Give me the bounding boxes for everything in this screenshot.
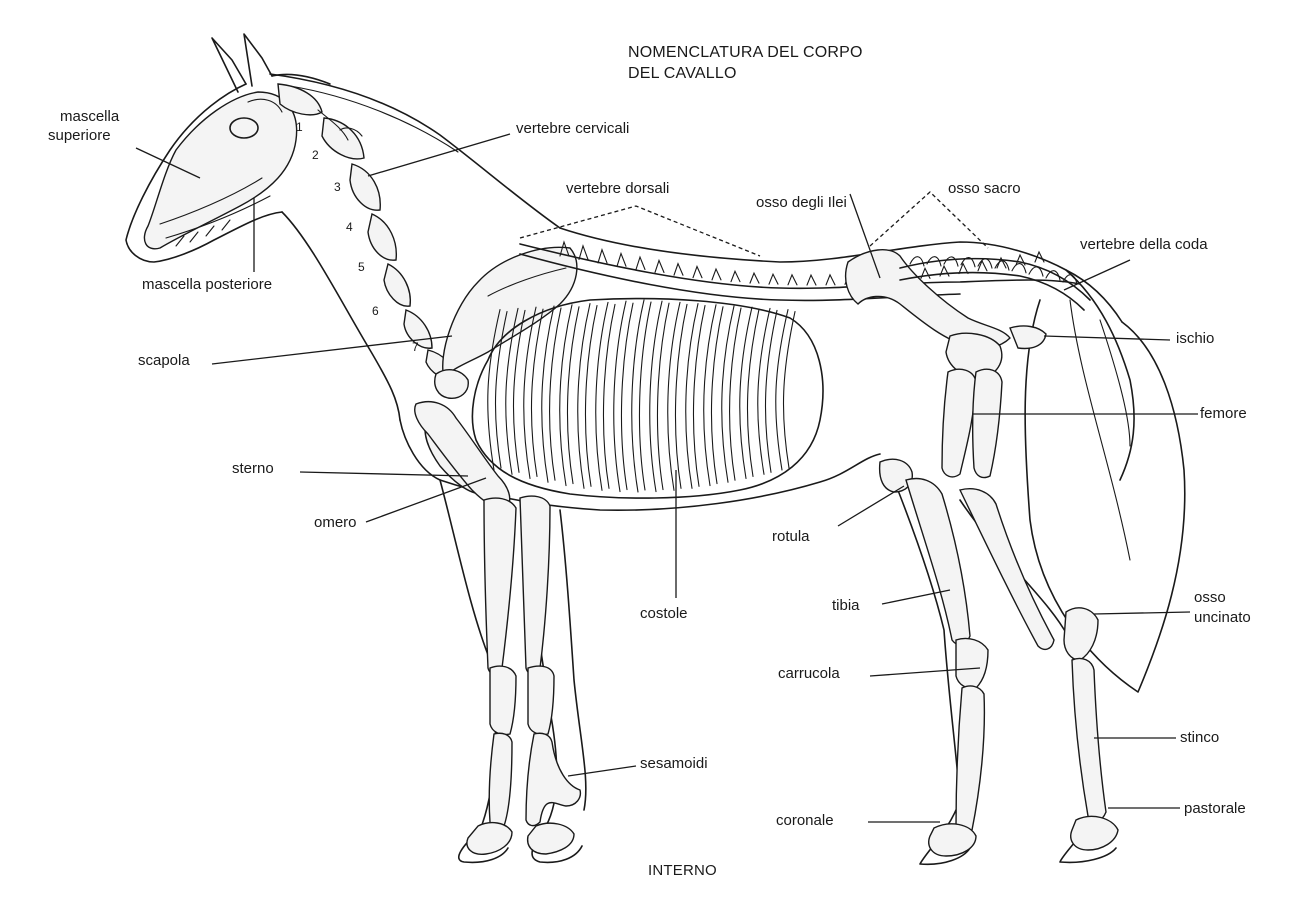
neck-number-6: 6 — [372, 302, 379, 320]
label-mascella-posteriore: mascella posteriore — [142, 276, 272, 294]
spinal-process — [712, 269, 721, 280]
spinal-process — [788, 275, 797, 285]
label-vertebre-della-coda: vertebre della coda — [1080, 236, 1208, 254]
hind-leg-bones — [880, 369, 1118, 856]
label-pastorale: pastorale — [1184, 800, 1246, 818]
label-mascella-superiore-line-2: superiore — [48, 127, 111, 145]
diagram-title-line-1: NOMENCLATURA DEL CORPO — [628, 42, 863, 64]
label-osso-sacro: osso sacro — [948, 180, 1021, 198]
tail-vertebra — [1012, 264, 1026, 273]
spinal-process — [769, 274, 778, 284]
leader-lines — [136, 134, 1198, 822]
spinal-process — [655, 260, 664, 272]
spine-dorsal-lumbar — [520, 244, 1080, 300]
label-stinco: stinco — [1180, 729, 1219, 747]
label-scapola: scapola — [138, 352, 190, 370]
label-sterno: sterno — [232, 460, 274, 478]
neck-number-5: 5 — [358, 258, 365, 276]
neck-number-7: 7 — [412, 338, 419, 356]
neck-number-2: 2 — [312, 146, 319, 164]
label-costole: costole — [640, 605, 688, 623]
spinal-process — [826, 275, 835, 285]
label-coronale: coronale — [776, 812, 834, 830]
spinal-process — [617, 253, 626, 266]
neck-number-4: 4 — [346, 218, 353, 236]
skull — [144, 92, 296, 249]
label-osso-uncinato-line-1: osso — [1194, 589, 1226, 607]
label-femore: femore — [1200, 405, 1247, 423]
spinal-process — [693, 267, 702, 278]
label-vertebre-cervicali: vertebre cervicali — [516, 120, 629, 138]
label-omero: omero — [314, 514, 357, 532]
neck-number-1: 1 — [296, 118, 303, 136]
spinal-process — [807, 275, 816, 285]
spinal-process — [750, 273, 759, 283]
spinal-process — [579, 246, 588, 260]
tail-vertebra — [995, 261, 1009, 270]
spinal-process — [731, 271, 740, 281]
label-vertebre-dorsali: vertebre dorsali — [566, 180, 669, 198]
label-ischio: ischio — [1176, 330, 1214, 348]
spinal-process — [674, 264, 683, 276]
dorsal-processes — [560, 242, 1077, 285]
label-rotula: rotula — [772, 528, 810, 546]
diagram-footer: INTERNO — [648, 860, 717, 882]
scapula — [435, 247, 577, 398]
tail-vertebra — [944, 257, 958, 266]
label-mascella-superiore-line-1: mascella — [60, 108, 119, 126]
label-carrucola: carrucola — [778, 665, 840, 683]
spinal-process — [978, 261, 987, 271]
spinal-process — [598, 250, 607, 263]
neck-number-3: 3 — [334, 178, 341, 196]
spinal-process — [636, 257, 645, 269]
diagram-title-line-2: DEL CAVALLO — [628, 63, 737, 85]
label-sesamoidi: sesamoidi — [640, 755, 708, 773]
label-tibia: tibia — [832, 597, 860, 615]
label-osso-uncinato-line-2: uncinato — [1194, 609, 1251, 627]
label-osso-degli-ilei: osso degli Ilei — [756, 194, 847, 212]
